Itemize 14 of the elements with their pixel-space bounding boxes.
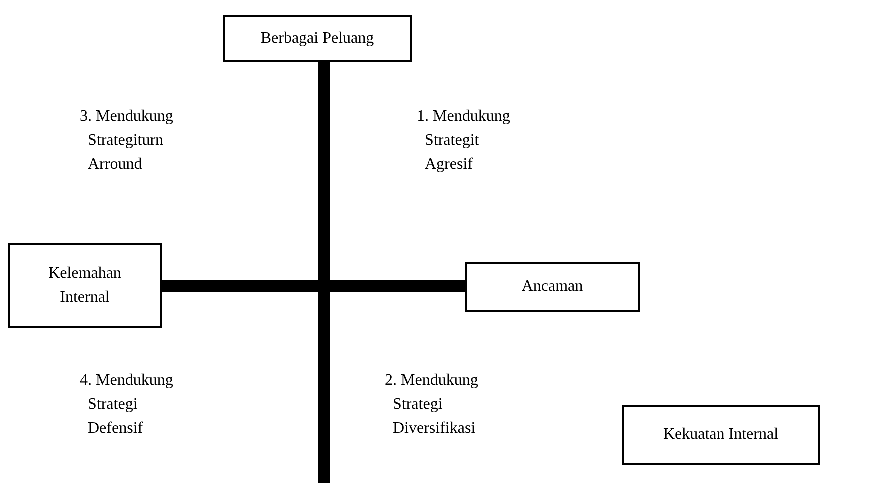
label-box	[465, 262, 640, 312]
label-box	[8, 243, 162, 328]
quadrant-label: 3. Mendukung Strategiturn Arround	[80, 107, 174, 175]
box-label: Kelemahan Internal	[48, 264, 122, 306]
label-box	[622, 405, 820, 465]
box-label: Berbagai Peluang	[260, 30, 374, 46]
connector-bar	[162, 280, 465, 292]
quadrant-label: 1. Mendukung Strategit Agresif	[417, 107, 512, 175]
box-label: Kekuatan Internal	[663, 426, 779, 443]
box-label: Ancaman	[522, 278, 584, 295]
label-box	[223, 15, 412, 62]
quadrant-label: 2. Mendukung Strategi Diversifikasi	[385, 371, 480, 439]
quadrant-label: 4. Mendukung Strategi Defensif	[80, 371, 174, 439]
connector-bar	[318, 62, 330, 483]
